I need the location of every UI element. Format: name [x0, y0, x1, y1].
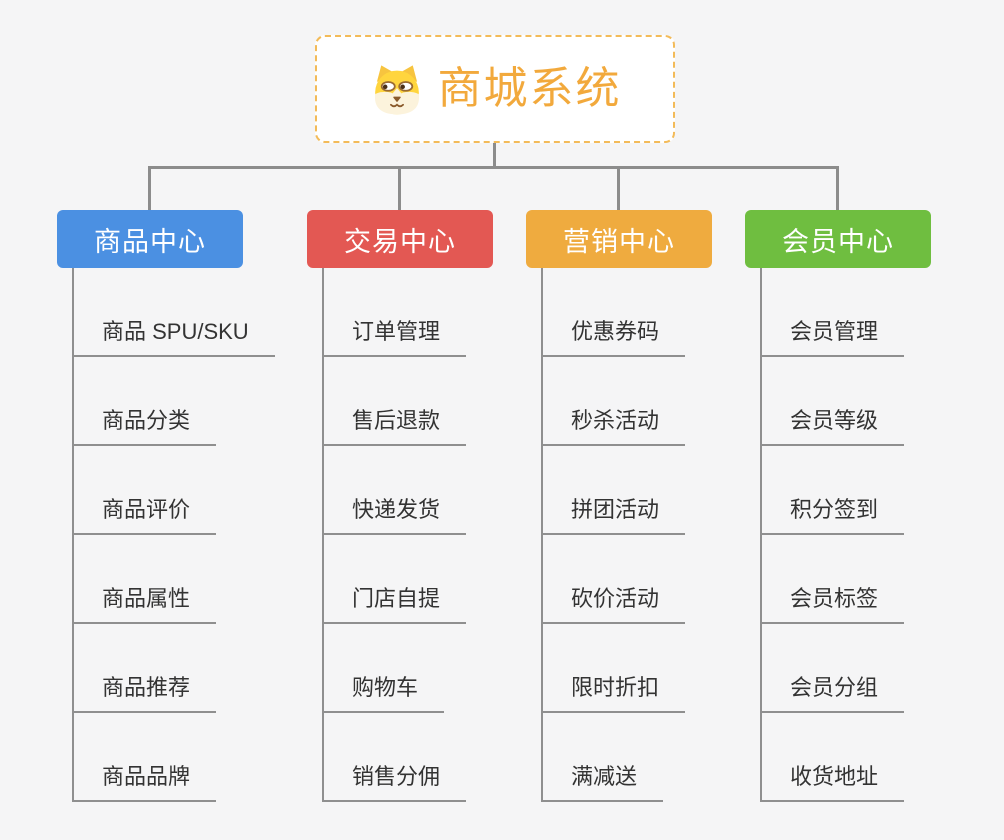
- leaf-node[interactable]: 商品推荐: [72, 673, 217, 713]
- root-node[interactable]: 商城系统: [315, 35, 675, 143]
- leaf-node[interactable]: 积分签到: [760, 495, 905, 535]
- leaf-node[interactable]: 门店自提: [322, 584, 467, 624]
- leaf-node[interactable]: 拼团活动: [541, 495, 686, 535]
- leaf-node[interactable]: 商品属性: [72, 584, 217, 624]
- leaf-node[interactable]: 售后退款: [322, 406, 467, 446]
- branch-node-product-center[interactable]: 商品中心: [57, 210, 243, 268]
- leaf-node[interactable]: 商品评价: [72, 495, 217, 535]
- leaf-node[interactable]: 满减送: [541, 762, 664, 802]
- leaf-node[interactable]: 订单管理: [322, 317, 467, 357]
- branch-label: 商品中心: [94, 226, 206, 257]
- connector-drop-product: [148, 166, 151, 210]
- connector-root-stub: [493, 143, 496, 167]
- leaf-node[interactable]: 快递发货: [322, 495, 467, 535]
- branch-children-product: 商品 SPU/SKU 商品分类 商品评价 商品属性 商品推荐 商品品牌: [72, 268, 308, 802]
- leaf-node[interactable]: 限时折扣: [541, 673, 686, 713]
- branch-children-trade: 订单管理 售后退款 快递发货 门店自提 购物车 销售分佣: [322, 268, 558, 802]
- connector-horizontal-rail: [149, 166, 839, 169]
- connector-drop-member: [836, 166, 839, 210]
- leaf-node[interactable]: 会员等级: [760, 406, 905, 446]
- leaf-node[interactable]: 秒杀活动: [541, 406, 686, 446]
- branch-node-marketing-center[interactable]: 营销中心: [526, 210, 712, 268]
- connector-drop-marketing: [617, 166, 620, 210]
- branch-node-trade-center[interactable]: 交易中心: [307, 210, 493, 268]
- leaf-node[interactable]: 销售分佣: [322, 762, 467, 802]
- branch-label: 会员中心: [782, 226, 894, 257]
- leaf-node[interactable]: 会员标签: [760, 584, 905, 624]
- leaf-node[interactable]: 收货地址: [760, 762, 905, 802]
- branch-children-marketing: 优惠券码 秒杀活动 拼团活动 砍价活动 限时折扣 满减送: [541, 268, 777, 802]
- branch-node-member-center[interactable]: 会员中心: [745, 210, 931, 268]
- leaf-node[interactable]: 商品分类: [72, 406, 217, 446]
- leaf-node[interactable]: 砍价活动: [541, 584, 686, 624]
- branch-children-member: 会员管理 会员等级 积分签到 会员标签 会员分组 收货地址: [760, 268, 996, 802]
- root-node-title: 商城系统: [437, 64, 622, 113]
- leaf-node[interactable]: 会员管理: [760, 317, 905, 357]
- leaf-node[interactable]: 优惠券码: [541, 317, 686, 357]
- leaf-node[interactable]: 会员分组: [760, 673, 905, 713]
- dog-face-icon: [374, 65, 419, 115]
- branch-label: 营销中心: [563, 226, 675, 257]
- leaf-node[interactable]: 商品品牌: [72, 762, 217, 802]
- leaf-node[interactable]: 购物车: [322, 673, 445, 713]
- leaf-node[interactable]: 商品 SPU/SKU: [72, 317, 275, 357]
- connector-drop-trade: [398, 166, 401, 210]
- branch-label: 交易中心: [344, 226, 456, 257]
